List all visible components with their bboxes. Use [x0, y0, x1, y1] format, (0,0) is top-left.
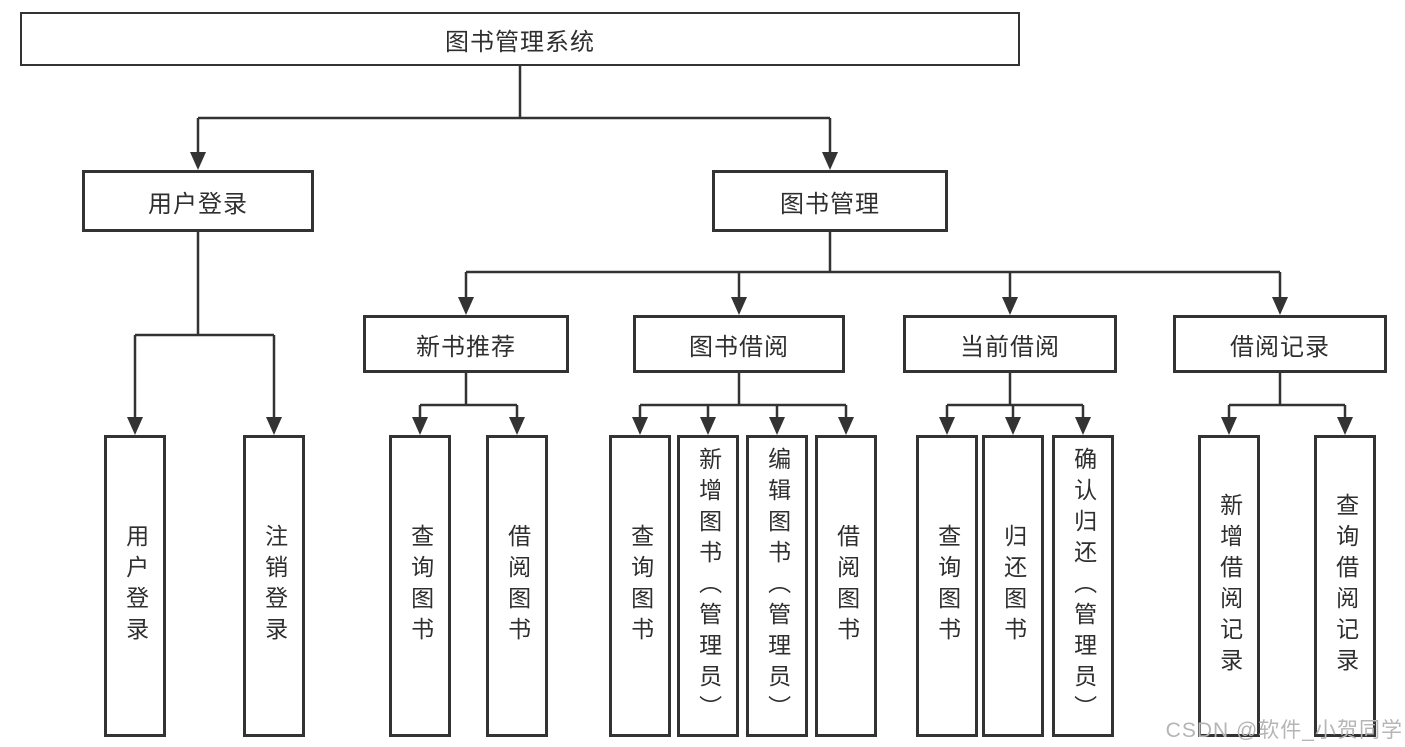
node-label: 查询图书 [627, 524, 654, 648]
node-label: 确认归还（管理员） [1070, 446, 1097, 726]
leaf-user-login: 用户登录 [104, 435, 166, 737]
leaf-add-books-admin: 新增图书（管理员） [677, 435, 739, 737]
leaf-add-borrow-record: 新增借阅记录 [1198, 435, 1260, 737]
connector-path [133, 66, 1347, 420]
leaf-query-books-current: 查询图书 [916, 435, 978, 737]
node-new-book-recommend: 新书推荐 [363, 315, 569, 373]
arrowhead [1272, 297, 1288, 315]
leaf-return-books: 归还图书 [982, 435, 1044, 737]
node-label: 查询借阅记录 [1332, 493, 1359, 679]
arrowhead [822, 152, 838, 170]
node-label: 用户登录 [148, 190, 248, 218]
arrowhead [190, 152, 206, 170]
node-label: 借阅图书 [833, 524, 860, 648]
arrowhead [1337, 417, 1353, 435]
arrowhead [412, 417, 428, 435]
node-label: 注销登录 [261, 524, 288, 648]
node-label: 当前借阅 [960, 333, 1060, 361]
node-label: 用户登录 [122, 524, 149, 648]
leaf-borrow-books-recommend: 借阅图书 [486, 435, 548, 737]
node-borrowing-records: 借阅记录 [1173, 315, 1387, 373]
arrowhead [1221, 417, 1237, 435]
node-label: 图书管理系统 [445, 28, 595, 56]
node-label: 新增借阅记录 [1216, 493, 1243, 679]
leaf-query-books-borrowing: 查询图书 [609, 435, 671, 737]
node-label: 编辑图书（管理员） [764, 446, 791, 726]
node-label: 新书推荐 [416, 333, 516, 361]
node-label: 归还图书 [1000, 524, 1027, 648]
arrowhead [1075, 417, 1091, 435]
arrowhead [838, 417, 854, 435]
leaf-confirm-return-admin: 确认归还（管理员） [1052, 435, 1114, 737]
node-current-borrowing: 当前借阅 [903, 315, 1117, 373]
arrowhead [1005, 417, 1021, 435]
node-label: 借阅图书 [504, 524, 531, 648]
arrowhead [266, 417, 282, 435]
node-label: 新增图书（管理员） [695, 446, 722, 726]
node-label: 图书借阅 [689, 333, 789, 361]
node-label: 查询图书 [934, 524, 961, 648]
arrowhead [731, 297, 747, 315]
arrowhead [509, 417, 525, 435]
node-label: 图书管理 [780, 190, 880, 218]
arrowhead [700, 417, 716, 435]
watermark: CSDN @软件_小贺同学 [1165, 719, 1403, 742]
arrowhead [1002, 297, 1018, 315]
leaf-edit-books-admin: 编辑图书（管理员） [746, 435, 808, 737]
node-book-management: 图书管理 [712, 170, 948, 232]
leaf-borrow-books-borrowing: 借阅图书 [815, 435, 877, 737]
arrowhead [632, 417, 648, 435]
arrowheads [127, 152, 1353, 435]
arrowhead [939, 417, 955, 435]
node-user-login: 用户登录 [82, 170, 314, 232]
node-book-management-system: 图书管理系统 [20, 12, 1020, 66]
leaf-query-books-recommend: 查询图书 [389, 435, 451, 737]
node-book-borrowing: 图书借阅 [633, 315, 845, 373]
node-label: 查询图书 [407, 524, 434, 648]
leaf-query-borrow-record: 查询借阅记录 [1314, 435, 1376, 737]
arrowhead [458, 297, 474, 315]
arrowhead [127, 417, 143, 435]
leaf-logout: 注销登录 [243, 435, 305, 737]
node-label: 借阅记录 [1230, 333, 1330, 361]
arrowhead [769, 417, 785, 435]
